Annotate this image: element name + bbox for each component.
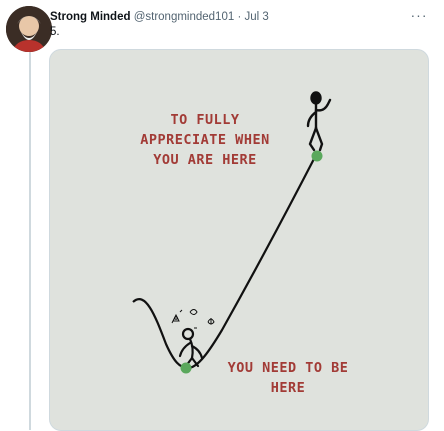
top-caption-line-3: YOU ARE HERE bbox=[153, 152, 257, 168]
journey-curve bbox=[132, 154, 317, 370]
more-options-button[interactable]: ··· bbox=[408, 8, 430, 24]
author-name[interactable]: Strong Minded bbox=[50, 11, 131, 23]
summit-marker bbox=[311, 150, 323, 162]
sad-stick-figure bbox=[178, 327, 204, 368]
start-marker bbox=[180, 362, 192, 374]
tweet-media-image[interactable]: TO FULLY APPRECIATE WHEN YOU ARE HERE YO… bbox=[49, 49, 429, 431]
tweet-date[interactable]: Jul 3 bbox=[244, 11, 269, 23]
separator-dot: · bbox=[237, 11, 242, 23]
avatar[interactable] bbox=[6, 6, 52, 52]
avatar-portrait-icon bbox=[6, 6, 52, 52]
thread-line bbox=[29, 50, 31, 430]
tweet-header: Strong Minded @strongminded101 · Jul 3 bbox=[50, 10, 424, 25]
tweet-text: 5. bbox=[50, 26, 60, 38]
top-caption-line-1: TO FULLY bbox=[170, 112, 239, 128]
author-handle[interactable]: @strongminded101 bbox=[133, 11, 235, 23]
bottom-caption-line-1: YOU NEED TO BE bbox=[228, 360, 349, 376]
bottom-caption-line-2: HERE bbox=[271, 380, 306, 396]
worry-scribbles bbox=[171, 309, 215, 329]
illustration: TO FULLY APPRECIATE WHEN YOU ARE HERE YO… bbox=[132, 91, 349, 396]
top-caption-line-2: APPRECIATE WHEN bbox=[140, 132, 269, 148]
more-horizontal-icon: ··· bbox=[410, 7, 428, 23]
happy-stick-figure bbox=[306, 91, 332, 152]
